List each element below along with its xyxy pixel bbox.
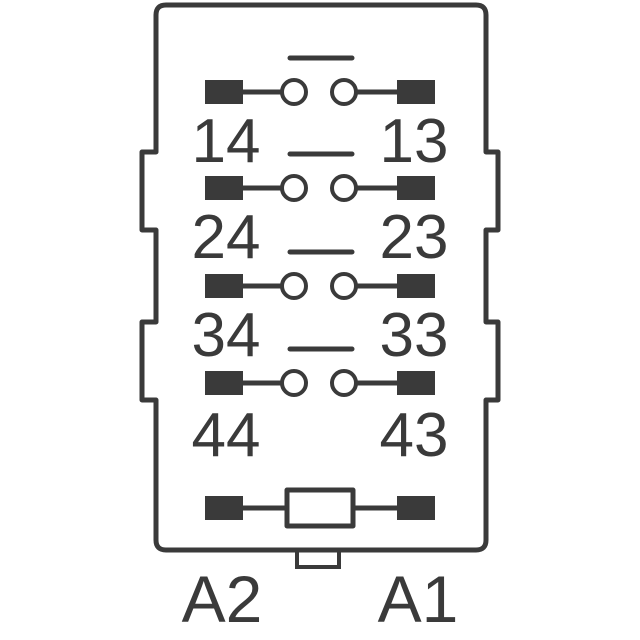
coil-row [205, 487, 435, 529]
contact-row: 14 13 [192, 55, 449, 176]
contact-row: 44 43 [192, 346, 449, 470]
pin-pad-left [205, 176, 243, 200]
contact-circle-right [330, 369, 358, 397]
terminal-label-left: 34 [192, 301, 261, 370]
pin-pad-right [397, 176, 435, 200]
contact-circle-right [330, 174, 358, 202]
contact-group: 14 13 24 23 34 33 44 43 [192, 55, 449, 470]
coil-pin-pad-right [397, 496, 435, 520]
terminal-label-right: 13 [380, 107, 449, 176]
contact-circle-left [280, 272, 308, 300]
terminal-label-right: 33 [380, 301, 449, 370]
contact-circle-left [280, 369, 308, 397]
terminal-label-right: 43 [380, 401, 449, 470]
terminal-label-right: 23 [380, 203, 449, 272]
contact-row: 24 23 [192, 151, 449, 272]
coil-symbol [284, 487, 356, 529]
terminal-label-left: 44 [192, 401, 261, 470]
contact-circle-left [280, 78, 308, 106]
pin-pad-left [205, 274, 243, 298]
pin-pad-right [397, 371, 435, 395]
coil-pin-pad-left [205, 496, 243, 520]
pin-pad-left [205, 371, 243, 395]
terminal-label-left: 24 [192, 203, 261, 272]
pin-pad-right [397, 80, 435, 104]
contact-row: 34 33 [192, 249, 449, 370]
coil-terminal-label-left: A2 [182, 562, 263, 636]
pin-pad-right [397, 274, 435, 298]
pin-pad-left [205, 80, 243, 104]
housing-key-tab [295, 548, 341, 569]
contact-circle-right [330, 272, 358, 300]
coil-terminal-label-right: A1 [378, 562, 459, 636]
terminal-label-left: 14 [192, 107, 261, 176]
contact-circle-left [280, 174, 308, 202]
relay-housing-outline [139, 2, 501, 553]
contact-circle-right [330, 78, 358, 106]
